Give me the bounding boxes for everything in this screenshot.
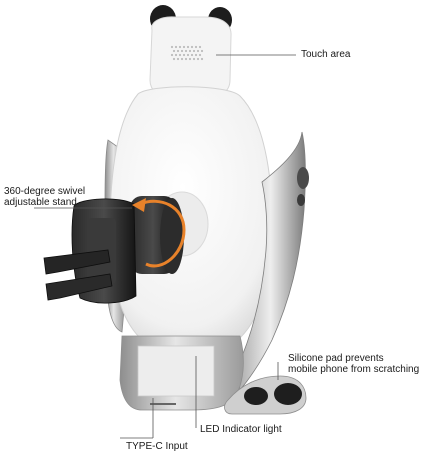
- label-led: LED Indicator light: [200, 424, 282, 435]
- led-panel: [137, 345, 215, 397]
- label-typec: TYPE-C Input: [126, 441, 188, 452]
- label-silicone-line1: Silicone pad prevents: [288, 353, 384, 364]
- swivel-arrow: [139, 199, 186, 268]
- label-silicone-line2: mobile phone from scratching: [288, 364, 420, 375]
- right-clamp-arm: [235, 131, 306, 391]
- right-clamp-knob: [297, 167, 309, 189]
- right-clamp-knob-2: [297, 194, 305, 206]
- silicone-pad-left: [244, 387, 268, 405]
- vent-prong-top: [43, 249, 111, 275]
- swivel-arrow-head: [132, 198, 146, 212]
- callout-lines: [34, 54, 296, 439]
- vent-prong-bottom: [45, 273, 113, 301]
- touch-area-dots: [170, 45, 204, 61]
- silicone-pad-right: [274, 383, 302, 405]
- touch-area-cap: [149, 16, 232, 99]
- label-swivel-line2: adjustable stand: [4, 197, 77, 208]
- label-touch-area: Touch area: [301, 49, 351, 60]
- label-swivel-line1: 360-degree swivel: [4, 186, 86, 197]
- swivel-cylinder-end: [160, 198, 184, 274]
